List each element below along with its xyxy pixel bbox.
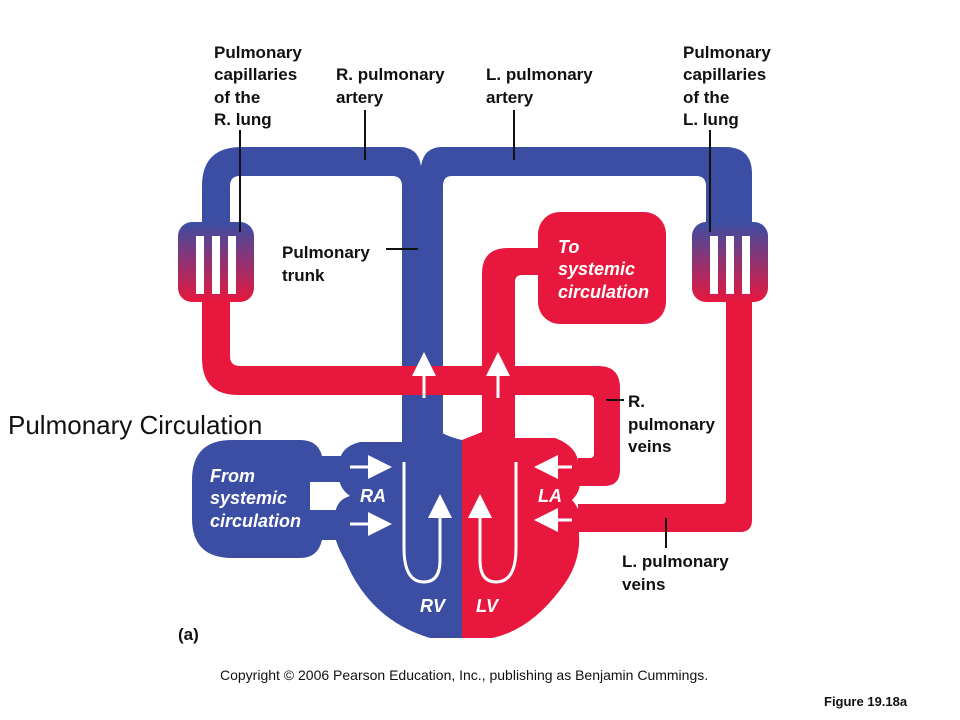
label-from-systemic: From systemic circulation	[210, 466, 301, 531]
chamber-label-la: LA	[538, 486, 562, 506]
from-systemic-vessel	[192, 440, 352, 558]
svg-text:R. lung: R. lung	[214, 110, 272, 129]
capillary-bed-l-lung	[692, 222, 768, 302]
capillary-bed-r-lung	[178, 222, 254, 302]
svg-text:L. pulmonary: L. pulmonary	[622, 552, 729, 571]
left-heart	[462, 427, 580, 638]
chamber-label-ra: RA	[360, 486, 386, 506]
label-l-pulmonary-veins: L. pulmonary veins	[622, 552, 729, 594]
copyright-line: Copyright © 2006 Pearson Education, Inc.…	[220, 667, 708, 683]
svg-text:artery: artery	[486, 88, 534, 107]
chamber-label-lv: LV	[476, 596, 500, 616]
svg-text:From: From	[210, 466, 255, 486]
svg-text:pulmonary: pulmonary	[628, 415, 715, 434]
svg-text:Pulmonary: Pulmonary	[683, 43, 771, 62]
svg-text:Pulmonary: Pulmonary	[282, 243, 370, 262]
aorta	[482, 248, 544, 440]
svg-text:capillaries: capillaries	[214, 65, 297, 84]
r-pulmonary-artery	[202, 147, 752, 433]
svg-text:To: To	[558, 237, 579, 257]
svg-text:systemic: systemic	[558, 259, 635, 279]
to-systemic-vessel	[538, 212, 666, 324]
l-pulmonary-vein	[578, 296, 752, 532]
flow-arrows	[350, 352, 572, 584]
svg-text:veins: veins	[628, 437, 671, 456]
svg-text:of the: of the	[683, 88, 729, 107]
svg-text:R.: R.	[628, 392, 645, 411]
svg-text:capillaries: capillaries	[683, 65, 766, 84]
svg-text:of the: of the	[214, 88, 260, 107]
label-capillaries-l-lung: Pulmonary capillaries of the L. lung	[683, 43, 771, 129]
deoxygenated-vessels	[192, 147, 752, 638]
svg-text:L. lung: L. lung	[683, 110, 739, 129]
label-r-pulmonary-artery: R. pulmonary artery	[336, 65, 445, 107]
figure-title: Pulmonary Circulation	[8, 410, 262, 440]
panel-label: (a)	[178, 625, 199, 644]
svg-text:artery: artery	[336, 88, 384, 107]
label-l-pulmonary-artery: L. pulmonary artery	[486, 65, 593, 107]
label-capillaries-r-lung: Pulmonary capillaries of the R. lung	[214, 43, 302, 129]
figure-number: Figure 19.18a	[824, 694, 908, 709]
svg-text:trunk: trunk	[282, 266, 325, 285]
leader-lines	[239, 110, 711, 548]
svg-text:circulation: circulation	[210, 511, 301, 531]
svg-text:L. pulmonary: L. pulmonary	[486, 65, 593, 84]
label-to-systemic: To systemic circulation	[558, 237, 649, 302]
svg-text:veins: veins	[622, 575, 665, 594]
right-heart	[333, 427, 462, 638]
svg-text:circulation: circulation	[558, 282, 649, 302]
svg-text:R. pulmonary: R. pulmonary	[336, 65, 445, 84]
svg-text:Pulmonary: Pulmonary	[214, 43, 302, 62]
label-r-pulmonary-veins: R. pulmonary veins	[628, 392, 715, 456]
chamber-label-rv: RV	[420, 596, 447, 616]
r-pulmonary-vein	[202, 296, 620, 486]
label-pulmonary-trunk: Pulmonary trunk	[282, 243, 370, 285]
svg-text:systemic: systemic	[210, 488, 287, 508]
